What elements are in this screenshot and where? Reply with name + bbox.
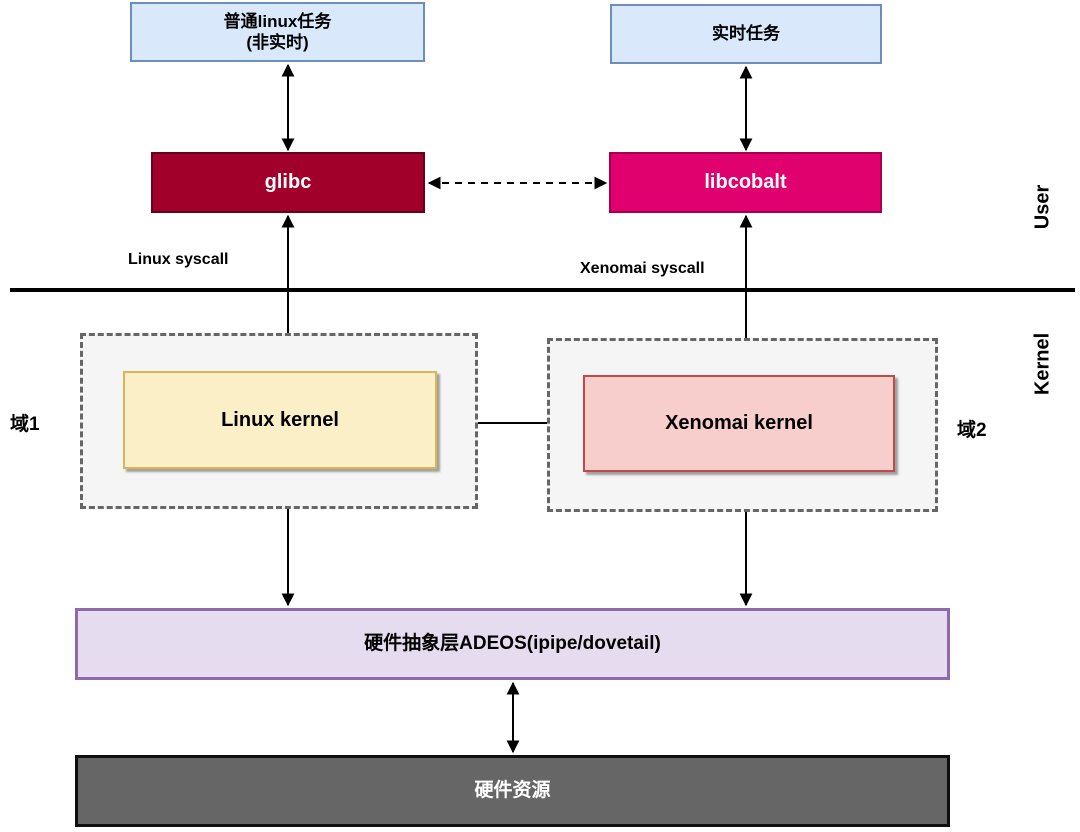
realtime-task-box: 实时任务 [610, 4, 882, 64]
kernel-space-label: Kernel [1031, 332, 1054, 396]
glibc-label: glibc [264, 171, 312, 193]
realtime-task-label: 实时任务 [712, 24, 780, 44]
adeos-hal-label: 硬件抽象层ADEOS(ipipe/dovetail) [364, 633, 661, 655]
linux-syscall-label: Linux syscall [128, 251, 229, 268]
libcobalt-label: libcobalt [704, 171, 787, 193]
linux-kernel-box: Linux kernel [123, 371, 437, 469]
normal-linux-task-label-line2: (非实时) [246, 33, 309, 52]
libcobalt-box: libcobalt [609, 152, 882, 213]
normal-linux-task-box: 普通linux任务 (非实时) [130, 2, 425, 62]
glibc-box: glibc [151, 152, 425, 213]
linux-kernel-label: Linux kernel [221, 408, 339, 431]
adeos-hal-box: 硬件抽象层ADEOS(ipipe/dovetail) [75, 608, 950, 680]
normal-linux-task-label-line1: 普通linux任务 [223, 11, 332, 31]
hardware-resources-box: 硬件资源 [75, 755, 950, 827]
xenomai-syscall-label: Xenomai syscall [580, 260, 705, 277]
domain2-label: 域2 [957, 420, 987, 441]
hardware-resources-label: 硬件资源 [474, 780, 551, 802]
xenomai-kernel-box: Xenomai kernel [583, 375, 895, 472]
xenomai-kernel-label: Xenomai kernel [665, 412, 813, 434]
domain1-label: 域1 [10, 414, 40, 435]
user-space-label: User [1031, 184, 1054, 230]
